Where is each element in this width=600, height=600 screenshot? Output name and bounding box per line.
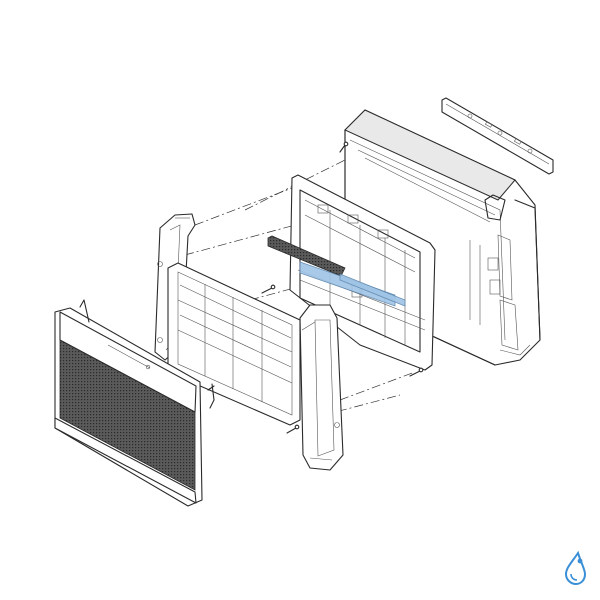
right-side-panel bbox=[299, 304, 344, 471]
air-filter bbox=[167, 262, 301, 426]
front-grille-panel bbox=[54, 299, 215, 507]
water-drop-logo bbox=[564, 550, 587, 586]
filter-strip-highlighted bbox=[267, 235, 406, 307]
screws bbox=[207, 141, 424, 434]
mounting-bracket bbox=[441, 97, 554, 175]
